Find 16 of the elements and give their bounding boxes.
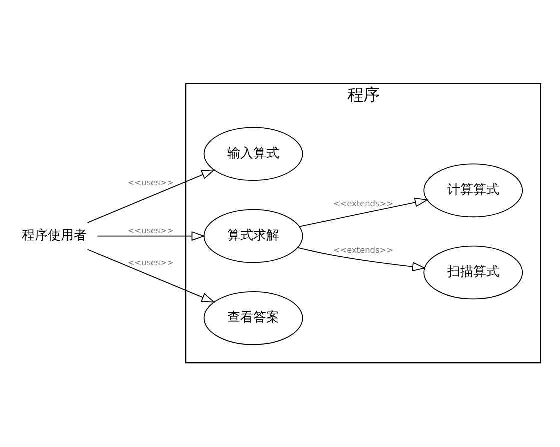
arrow: [298, 247, 426, 272]
node-ellipse: 计算算式: [424, 164, 524, 218]
arrow: [87, 170, 216, 224]
edge-label: <<uses>>: [128, 177, 174, 188]
node-ellipse: 扫描算式: [424, 246, 524, 300]
arrow: [97, 231, 206, 242]
edge-label: <<uses>>: [128, 258, 174, 268]
node-ellipse: 查看答案: [204, 291, 304, 346]
edge-label: <<extends>>: [333, 198, 394, 208]
edge-label: <<uses>>: [128, 226, 174, 236]
node-text: 程序使用者: [22, 228, 88, 244]
node-ellipse: 输入算式: [204, 127, 304, 182]
arrow: [87, 249, 216, 303]
node-ellipse: 算式求解: [204, 209, 304, 264]
edge-label: <<extends>>: [333, 244, 394, 255]
arrow: [299, 198, 429, 228]
